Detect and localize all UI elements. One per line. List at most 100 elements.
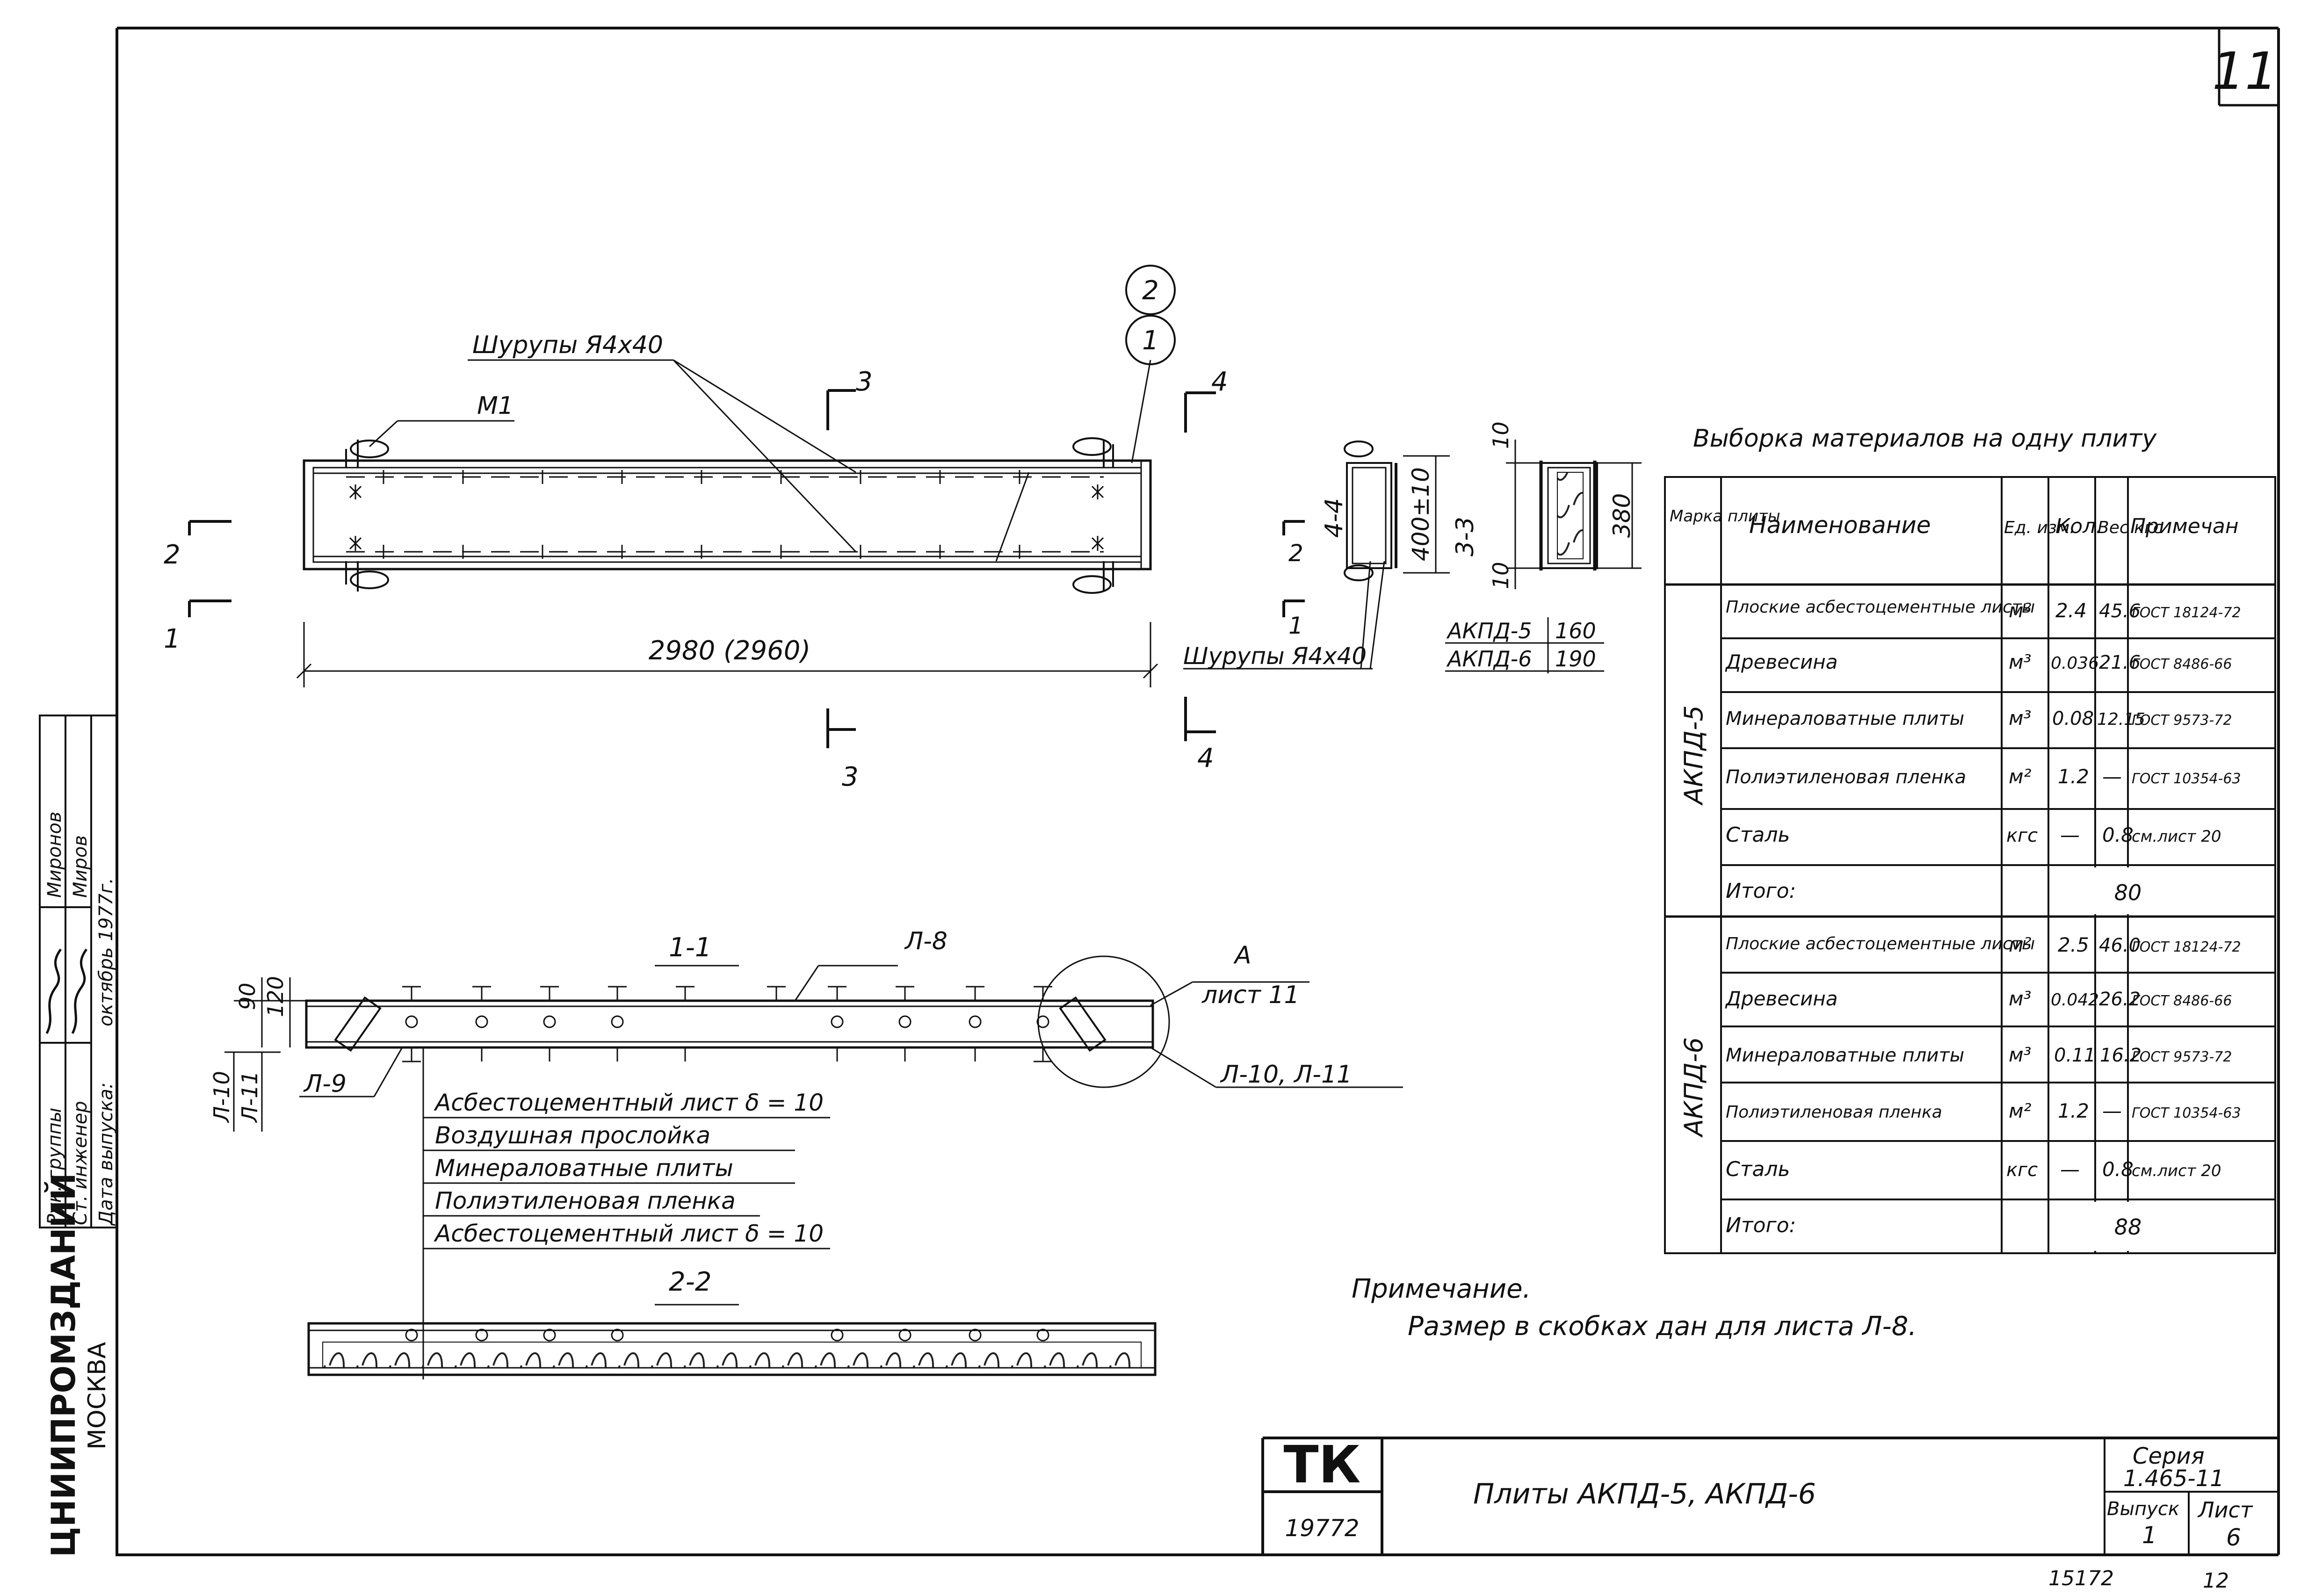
footer-number-right: 12 [2203,1569,2229,1593]
dim-10-top: 10 [1488,421,1513,449]
table-cell: — [2102,1099,2122,1122]
sec22-label: 2-2 [669,1267,711,1297]
stamp-city: МОСКВА [83,1342,111,1450]
table-cell: ГОСТ 10354-63 [2132,1105,2241,1121]
table-cell: 21.6 [2099,652,2141,673]
dim-90: 90 [235,982,260,1010]
akpd6-width: 190 [1555,646,1596,672]
height-dimension [1403,455,1450,574]
title-block-grid [1261,1437,2279,1555]
table-cell: ГОСТ 18124-72 [2132,939,2241,955]
table-cell: 0.8 [2102,823,2134,846]
callout-circles [1125,265,1176,365]
section-markers [188,389,1305,748]
cut-2-right: 2 [1288,540,1303,567]
table-cell: Минераловатные плиты [1726,708,1964,729]
length-dim-value: 2980 (2960) [649,636,811,666]
sec44-label: 4-4 [1320,498,1348,538]
table-cell: м³ [2009,707,2032,729]
sec33-label: 3-3 [1451,517,1479,556]
screws-label-side: Шурупы Я4х40 [1183,643,1367,670]
table-caption: Выборка материалов на одну плиту [1693,425,2157,453]
table-cell: ГОСТ 9573-72 [2132,712,2232,729]
th-mark: Марка плиты [1670,507,1780,526]
sheet-label: Лист [2197,1497,2253,1523]
stamp-role-3: Дата выпуска: [95,1083,117,1226]
table-cell: 0.042 [2051,990,2099,1010]
table-cell: м² [2009,765,2032,788]
total-label: Итого: [1726,1213,1796,1237]
section-1-1-left-dims [224,977,306,1132]
dim-10-bottom: 10 [1488,562,1513,589]
issue-label: Выпуск [2107,1498,2179,1520]
sheet-value: 6 [2226,1524,2241,1551]
cut-1-left: 1 [164,624,181,654]
layer-callout [422,1047,830,1379]
table-cell: ГОСТ 10354-63 [2132,771,2241,787]
dim-120: 120 [263,976,288,1017]
table-cell: м³ [2009,1043,2032,1066]
section-1-1-leaders [299,965,1403,1098]
screw-ticks [383,470,1020,559]
table-cell: Древесина [1725,987,1838,1010]
l11-side-label: Л-11 [237,1071,262,1123]
a-sheet-label: лист 11 [1201,981,1300,1009]
total-row-mask-1 [2051,867,2273,914]
section-2-2 [307,1322,1157,1376]
table-cell: 16.2 [2100,1045,2141,1066]
layer-2: Воздушная прослойка [435,1122,710,1149]
l8-label: Л-8 [904,927,948,955]
table-cell: Минераловатные плиты [1726,1045,1964,1066]
table-cell: — [2060,1158,2080,1181]
table-cell: 0.036 [2051,654,2099,673]
callout-2: 2 [1142,275,1159,306]
akpd5-label: АКПД-5 [1446,618,1532,643]
table-cell: 0.11 [2054,1045,2096,1066]
table-cell: 0.08 [2052,708,2094,729]
table-cell: Полиэтиленовая пленка [1726,1103,1942,1122]
cut-4-top: 4 [1211,367,1228,397]
sheet-number: 11 [2212,41,2278,101]
lifting-loop-right-top [1072,437,1114,468]
total-value: 88 [2114,1214,2142,1240]
title-code: 19772 [1285,1515,1359,1542]
stamp-name-2: Миров [70,835,91,898]
table-cell: 0.8 [2102,1158,2134,1181]
sec11-label: 1-1 [669,932,711,963]
cut-4-bottom: 4 [1197,743,1214,773]
cut-1-right: 1 [1288,612,1303,639]
section-4-4 [1183,441,1397,670]
table-cell: см.лист 20 [2132,827,2221,846]
title-org: ТК [1284,1435,1361,1495]
issue-value: 1 [2142,1522,2157,1549]
note-text: Размер в скобках дан для листа Л-8. [1408,1311,1917,1342]
series-label: Серия [2133,1443,2205,1469]
cut-3-top: 3 [856,367,873,397]
layer-4: Полиэтиленовая пленка [435,1187,736,1214]
cut-3-bottom: 3 [842,762,859,792]
table-cell: Плоские асбестоцементные листы [1726,934,2035,953]
table-cell: Плоские асбестоцементные листы [1726,598,2035,617]
th-unit: Ед. изм. [2004,518,2075,537]
footer-number-left: 15172 [2048,1567,2114,1590]
plan-leaders [369,359,1151,553]
stamp-name-1: Миронов [44,811,65,898]
series-value: 1.465-11 [2123,1466,2224,1492]
stamp-org: ЦНИИПРОМЗДАНИЙ [44,1173,83,1557]
side-stamp-grid [39,715,118,1228]
table-cell: кгс [2006,825,2038,846]
callout-1: 1 [1142,325,1159,356]
total-value: 80 [2114,880,2142,905]
stamp-role-2: Ст. инженер [70,1101,91,1225]
group-akpd5-rows: Плоские асбестоцементные листы м² 2.4 45… [1725,598,2241,905]
signature-scribbles [45,948,88,1034]
akpd5-width: 160 [1555,618,1596,643]
table-cell: 2.5 [2058,933,2089,956]
group-akpd6-rows: Плоские асбестоцементные листы м² 2.5 46… [1725,933,2241,1240]
section-3-3-dims [1506,440,1642,589]
table-cell: см.лист 20 [2132,1162,2221,1180]
akpd6-label: АКПД-6 [1446,646,1532,672]
table-cell: м² [2009,933,2032,956]
table-cell: кгс [2006,1159,2038,1181]
